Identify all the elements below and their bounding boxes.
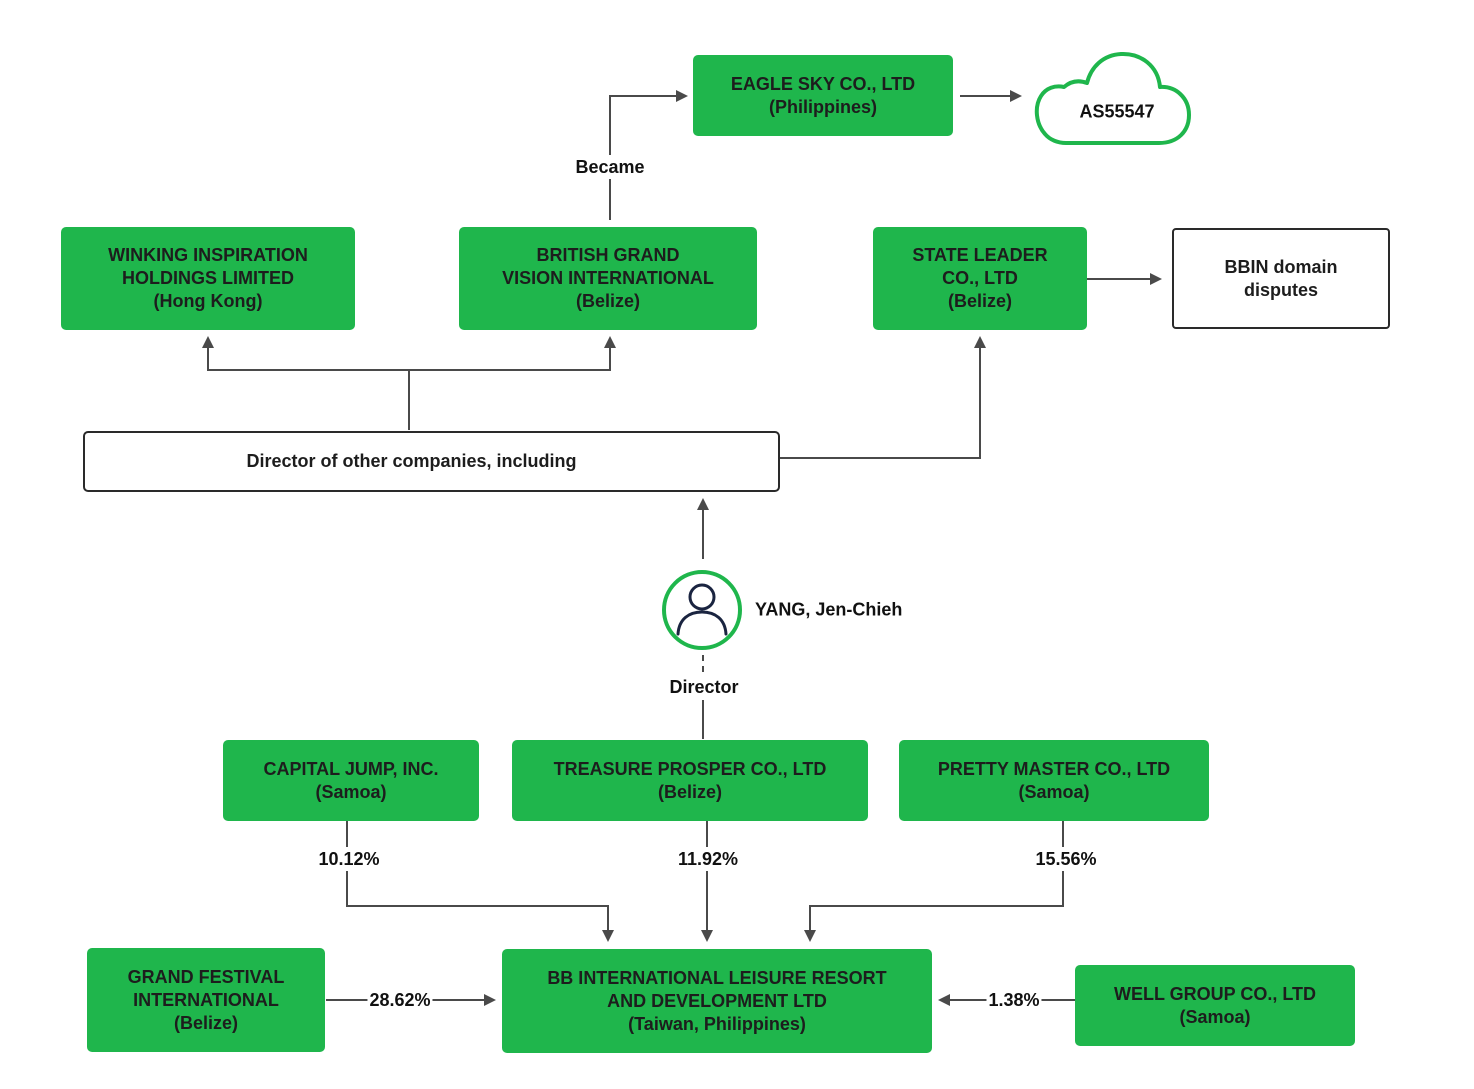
director-label: Director — [667, 675, 741, 699]
state-leader-node: STATE LEADER CO., LTD (Belize) — [873, 227, 1087, 330]
winking-country: (Hong Kong) — [153, 291, 263, 311]
edge-pretty-to-bb — [804, 821, 1064, 942]
well-pct-label: 1.38% — [986, 988, 1042, 1012]
became-label: Became — [573, 155, 647, 179]
state-leader-country: (Belize) — [947, 291, 1012, 311]
british-line1: BRITISH GRAND — [536, 245, 680, 265]
well-group-node: WELL GROUP CO., LTD (Samoa) — [1075, 965, 1355, 1046]
grand-line2: INTERNATIONAL — [133, 989, 279, 1010]
bb-international-node: BB INTERNATIONAL LEISURE RESORT AND DEVE… — [502, 949, 932, 1053]
british-grand-node: BRITISH GRAND VISION INTERNATIONAL (Beli… — [459, 227, 757, 330]
grand-line1: GRAND FESTIVAL — [127, 966, 285, 987]
person-icon — [662, 570, 742, 650]
bbin-line2: disputes — [1243, 279, 1318, 300]
director-of-node: Director of other companies, including — [83, 431, 780, 492]
treasure-pct-label: 11.92% — [675, 847, 741, 871]
bb-country: (Taiwan, Philippines) — [628, 1013, 806, 1034]
grand-country: (Belize) — [173, 1012, 238, 1033]
state-leader-line1: STATE LEADER — [912, 245, 1048, 265]
bb-line2: AND DEVELOPMENT LTD — [607, 990, 827, 1011]
grand-festival-node: GRAND FESTIVAL INTERNATIONAL (Belize) — [87, 948, 325, 1052]
edge-to-winking — [202, 336, 409, 371]
capital-pct-label: 10.12% — [316, 847, 382, 871]
director-of-label: Director of other companies, including — [246, 451, 577, 471]
state-leader-line2: CO., LTD — [942, 268, 1018, 288]
eagle-sky-node: EAGLE SKY CO., LTD (Philippines) — [693, 55, 953, 136]
treasure-country: (Belize) — [657, 781, 722, 802]
well-country: (Samoa) — [1179, 1006, 1251, 1027]
pretty-pct-label: 15.56% — [1033, 847, 1099, 871]
winking-line1: WINKING INSPIRATION — [108, 245, 308, 265]
pretty-country: (Samoa) — [1018, 781, 1090, 802]
eagle-sky-name: EAGLE SKY CO., LTD — [730, 73, 916, 94]
person-name: YANG, Jen-Chieh — [755, 599, 903, 620]
cloud-icon — [1034, 51, 1191, 145]
capital-jump-country: (Samoa) — [315, 781, 387, 802]
british-country: (Belize) — [575, 291, 640, 311]
capital-jump-node: CAPITAL JUMP, INC. (Samoa) — [223, 740, 479, 821]
edge-to-british — [409, 336, 616, 371]
grand-pct-label: 28.62% — [367, 988, 433, 1012]
british-line2: VISION INTERNATIONAL — [502, 268, 714, 288]
treasure-prosper-node: TREASURE PROSPER CO., LTD (Belize) — [512, 740, 868, 821]
as-number-label: AS55547 — [1079, 101, 1155, 122]
pretty-master-node: PRETTY MASTER CO., LTD (Samoa) — [899, 740, 1209, 821]
bbin-line1: BBIN domain — [1224, 256, 1338, 277]
edge-capital-to-bb — [346, 821, 614, 942]
treasure-name: TREASURE PROSPER CO., LTD — [553, 758, 827, 779]
edge-to-state-leader — [780, 336, 986, 459]
well-name: WELL GROUP CO., LTD — [1114, 983, 1316, 1004]
winking-line2: HOLDINGS LIMITED — [122, 268, 294, 288]
winking-node: WINKING INSPIRATION HOLDINGS LIMITED (Ho… — [61, 227, 355, 330]
eagle-sky-country: (Philippines) — [769, 96, 877, 117]
capital-jump-name: CAPITAL JUMP, INC. — [263, 758, 439, 779]
bbin-disputes-node: BBIN domain disputes — [1172, 228, 1390, 329]
bb-line1: BB INTERNATIONAL LEISURE RESORT — [547, 967, 887, 988]
pretty-name: PRETTY MASTER CO., LTD — [937, 758, 1171, 779]
